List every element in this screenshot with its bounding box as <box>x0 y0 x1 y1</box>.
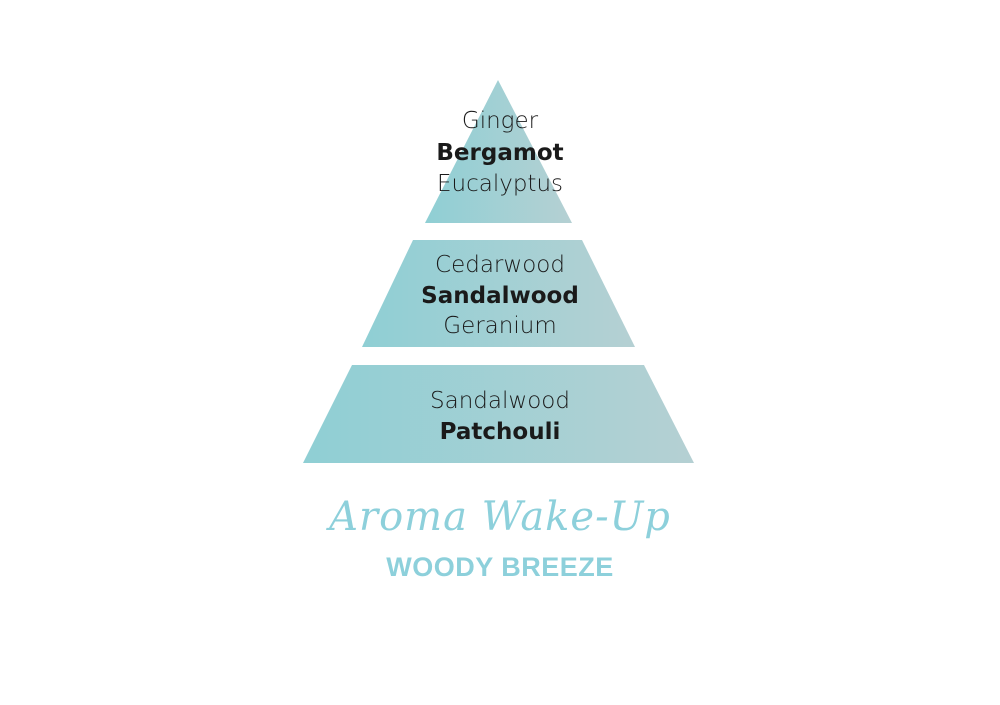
base-note: Sandalwood <box>430 388 570 414</box>
heart-note: Cedarwood <box>435 252 565 278</box>
top-note: Ginger <box>461 108 539 134</box>
base-notes-tier <box>303 365 694 463</box>
heart-notes-tier <box>362 240 635 347</box>
brand-script-title: Aroma Wake-Up <box>329 494 671 540</box>
heart-note: Geranium <box>443 313 557 339</box>
heart-note-main: Sandalwood <box>421 283 579 309</box>
product-name: WOODY BREEZE <box>386 552 614 582</box>
top-note-main: Bergamot <box>436 140 564 166</box>
base-note-main: Patchouli <box>439 419 561 445</box>
top-note: Eucalyptus <box>436 171 564 197</box>
top-notes-tier <box>425 80 572 223</box>
